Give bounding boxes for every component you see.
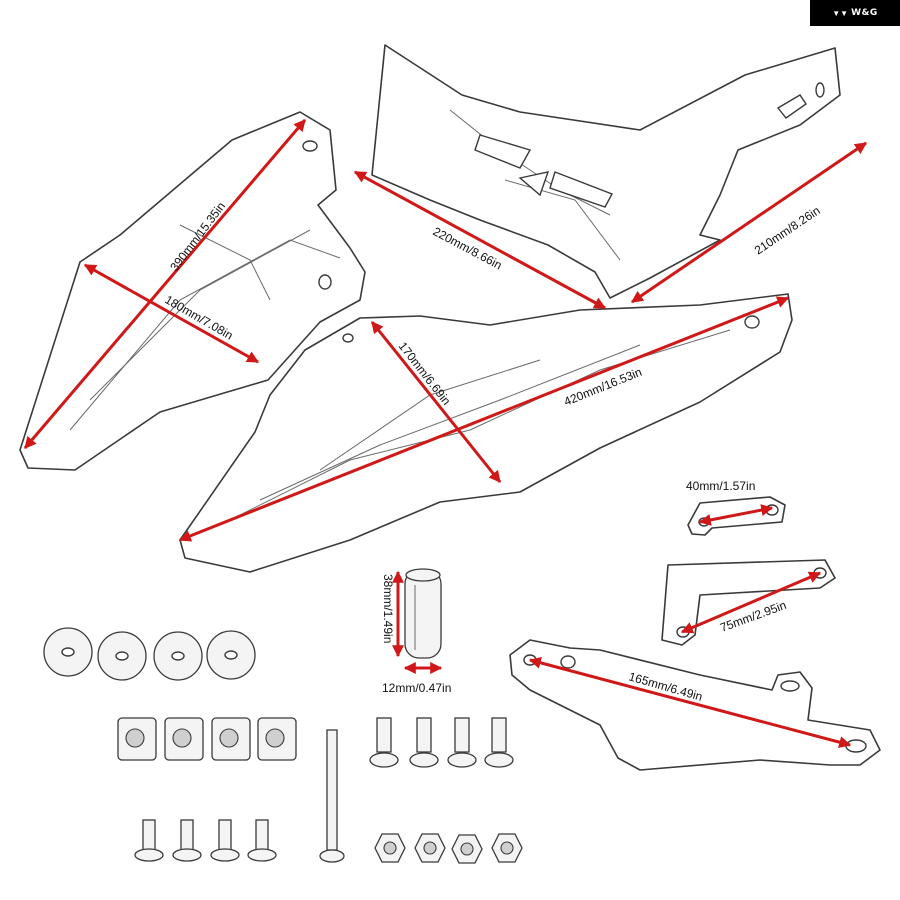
washer xyxy=(97,631,147,681)
washer-group xyxy=(43,627,256,681)
label-spacer-length: 38mm/1.49in xyxy=(381,574,395,643)
small-screw xyxy=(247,819,277,862)
wing-logo-icon: ▼▼ xyxy=(832,8,849,18)
dim-line-upper-panel-height xyxy=(631,141,867,304)
label-small-bracket: 40mm/1.57in xyxy=(686,479,755,493)
flange-bolt xyxy=(369,717,399,768)
brand-name: W&G xyxy=(851,8,878,18)
clip-nut-group xyxy=(117,717,297,761)
flange-bolt-group xyxy=(369,717,514,768)
flange-bolt xyxy=(447,717,477,768)
washer xyxy=(206,630,256,680)
dim-line-l-bracket xyxy=(680,571,822,634)
small-screw xyxy=(172,819,202,862)
spacer-tube xyxy=(404,568,442,659)
flange-bolt xyxy=(484,717,514,768)
small-screw-group xyxy=(134,819,277,862)
brand-logo: ▼▼ W&G xyxy=(810,0,900,26)
hex-nut xyxy=(414,833,446,863)
dim-line-upper-panel-length xyxy=(353,170,607,310)
label-upper-panel-height: 210mm/8.26in xyxy=(752,203,823,257)
clip-nut xyxy=(257,717,297,761)
label-spacer-diameter: 12mm/0.47in xyxy=(382,681,451,695)
upper-belly-panel xyxy=(371,44,841,299)
dim-line-small-bracket xyxy=(698,504,774,526)
long-bolt xyxy=(319,729,345,863)
dim-line-long-bracket xyxy=(528,656,852,749)
small-screw xyxy=(134,819,164,862)
washer xyxy=(153,631,203,681)
dim-line-lower-panel-width xyxy=(370,321,502,483)
flange-bolt xyxy=(409,717,439,768)
clip-nut xyxy=(211,717,251,761)
label-l-bracket: 75mm/2.95in xyxy=(718,598,788,635)
clip-nut xyxy=(164,717,204,761)
hex-nut-group xyxy=(374,833,523,864)
hex-nut xyxy=(451,834,483,864)
small-screw xyxy=(210,819,240,862)
hex-nut xyxy=(374,833,406,863)
washer xyxy=(43,627,93,677)
clip-nut xyxy=(117,717,157,761)
hex-nut xyxy=(491,833,523,863)
